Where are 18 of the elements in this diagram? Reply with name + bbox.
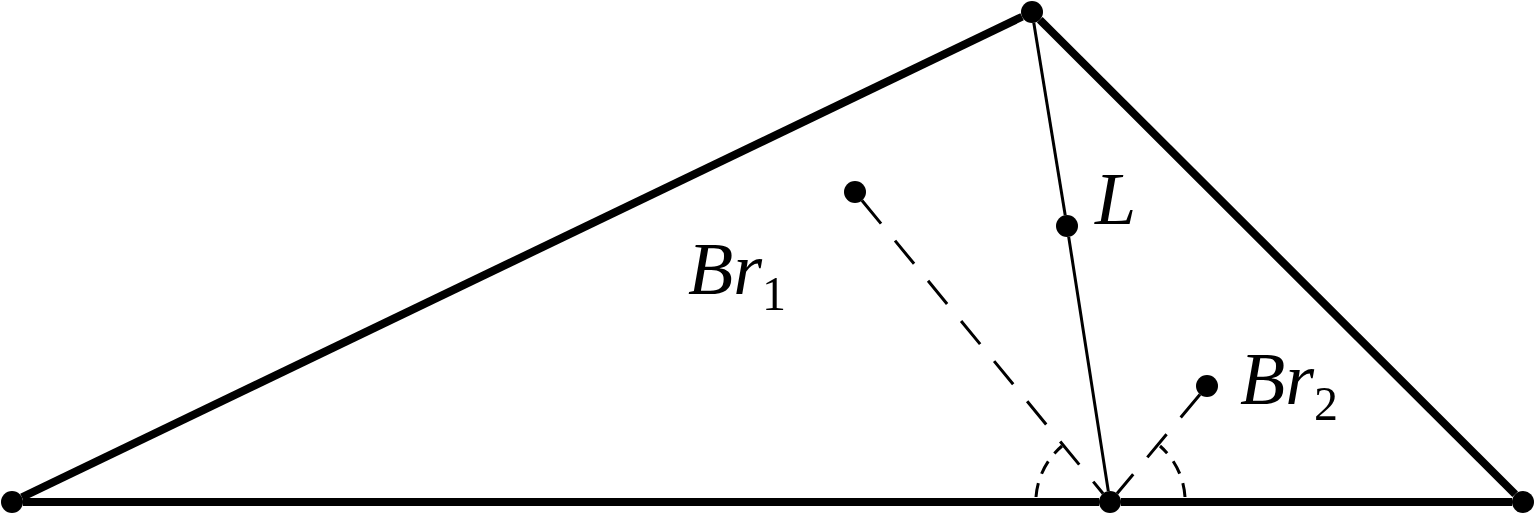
point-dot [1512,491,1534,513]
dashed-line [1115,393,1202,495]
triangle-side [23,498,1099,506]
point-dot [1056,215,1078,237]
triangle-side [20,13,1024,501]
triangle-side [1121,498,1512,506]
dashed-line [860,199,1105,495]
point-dot [1099,491,1121,513]
segment-line [1032,22,1067,216]
point-label: Br$_{1}$ [688,232,786,318]
point-dot [1,491,23,513]
point-dot [844,181,866,203]
point-dot [1021,1,1043,23]
triangle-side [1036,16,1519,498]
point-label: Br$_{2}$ [1240,342,1338,428]
point-dot [1196,375,1218,397]
segment-line [1067,236,1110,492]
point-label: L [1095,162,1137,236]
